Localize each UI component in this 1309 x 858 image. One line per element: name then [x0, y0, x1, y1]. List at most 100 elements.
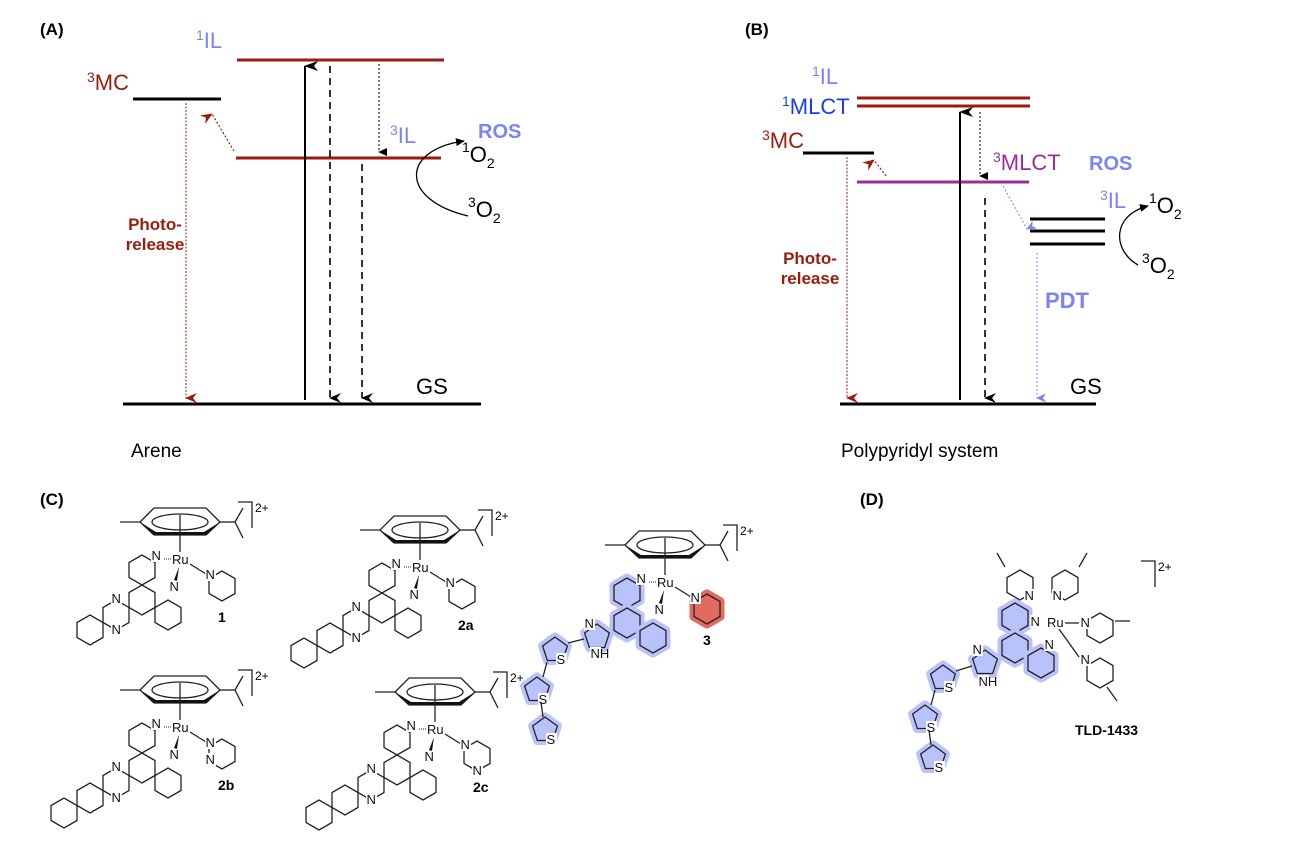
- label-a-triplet-mc: 3MC: [87, 69, 129, 95]
- atom-ru: Ru: [172, 552, 189, 567]
- ru-n-bond: [674, 586, 692, 598]
- atom-n-bg: [1080, 616, 1091, 629]
- compound-2c-bracket: [493, 671, 508, 698]
- atom-n-bg: [351, 600, 362, 613]
- atom-n-bg: [1030, 615, 1041, 628]
- arrow-a-to-mc: [199, 113, 235, 152]
- isopropyl-bond: [489, 677, 499, 693]
- atom-n-bg: [1080, 653, 1091, 666]
- atom-n-bg: [205, 568, 216, 581]
- benzo-ring-2: [290, 637, 318, 669]
- label-b-photorelease-1: Photo-: [783, 249, 837, 268]
- phen-ring-center: [383, 754, 411, 786]
- phen-ring-center: [613, 607, 641, 639]
- label-a-photorelease-1: Photo-: [128, 215, 182, 234]
- atom-n: N: [461, 737, 470, 752]
- arene-ligand: [375, 677, 499, 722]
- atom-s-bg: [556, 653, 567, 666]
- compound-id-2a: 2a: [458, 617, 474, 633]
- atom-n: N: [637, 571, 646, 586]
- benzo-ring: [76, 614, 104, 646]
- panel-c-label: (C): [40, 490, 64, 509]
- bond: [955, 665, 973, 672]
- label-a-ros: ROS: [478, 121, 521, 143]
- label-a-triplet-il: 3IL: [390, 122, 416, 148]
- bpy-ring-1: [1006, 569, 1034, 601]
- atom-n-bg: [151, 549, 162, 562]
- atom-n: N: [367, 761, 376, 776]
- compound-2b-bracket: [238, 669, 253, 696]
- panel-d-label: (D): [860, 490, 884, 509]
- ru-n-bond: [189, 731, 207, 743]
- atom-n: N: [206, 567, 215, 582]
- benzo-ring-1: [331, 784, 359, 816]
- label-b-singlet-oxygen: 1O2: [1149, 190, 1182, 222]
- compound-2b-charge: 2+: [255, 669, 269, 683]
- atom-s: S: [945, 680, 954, 695]
- wedge-bond: [429, 737, 434, 751]
- atom-n-bg: [424, 750, 435, 763]
- compound-2a-charge: 2+: [495, 509, 509, 523]
- panel-b-label: (B): [745, 20, 769, 39]
- bond: [567, 638, 585, 644]
- ru-n-bond: [444, 733, 462, 745]
- isopropyl-bond: [719, 530, 729, 546]
- compound-2c-charge: 2+: [510, 671, 524, 685]
- atom-nh: NH: [979, 674, 998, 689]
- phen-ring-lower: [154, 599, 182, 631]
- arene-ligand: [120, 675, 244, 720]
- label-a-singlet-oxygen: 1O2: [462, 139, 495, 171]
- atom-n: N: [410, 587, 419, 602]
- atom-n-bg: [111, 791, 122, 804]
- thiophene-1: [541, 636, 569, 662]
- atom-n: N: [352, 599, 361, 614]
- atom-n: N: [1045, 637, 1054, 652]
- label-a-triplet-oxygen: 3O2: [468, 194, 501, 226]
- atom-n-bg: [366, 793, 377, 806]
- panel-b: (B) 1IL 1MLCT 3MC 3MLCT 3IL GS Photo- re…: [745, 20, 1182, 462]
- benzo-ring-2: [50, 797, 78, 829]
- label-b-triplet-mc: 3MC: [762, 127, 804, 153]
- isopropyl-bond: [234, 521, 244, 539]
- atom-s: S: [557, 652, 566, 667]
- atom-n: N: [473, 763, 482, 778]
- thiophene-1: [929, 664, 957, 690]
- atom-n: N: [585, 616, 594, 631]
- compound-2a-bracket: [478, 509, 493, 536]
- ru-n-bond: [189, 563, 207, 575]
- phen-ring-center: [128, 584, 156, 616]
- atom-n: N: [973, 642, 982, 657]
- arrow-b-to-mc: [862, 159, 887, 177]
- wedge-bond: [414, 575, 419, 589]
- isopropyl-bond: [474, 515, 484, 531]
- atom-nh: NH: [591, 646, 610, 661]
- bpy-ring-2: [1051, 569, 1079, 601]
- atom-s: S: [539, 692, 548, 707]
- caption-b: Polypyridyl system: [841, 441, 998, 462]
- atom-n: N: [112, 591, 121, 606]
- label-b-triplet-oxygen: 3O2: [1142, 250, 1175, 282]
- atom-n: N: [392, 556, 401, 571]
- atom-n-bg: [391, 557, 402, 570]
- atom-n: N: [655, 602, 664, 617]
- ip-ring-lower: [1027, 647, 1055, 679]
- atom-nh-bg: [978, 675, 989, 688]
- phen-ring-center: [368, 592, 396, 624]
- bond: [930, 689, 936, 706]
- phen-ring-lower: [394, 607, 422, 639]
- atom-n: N: [407, 718, 416, 733]
- label-b-ros: ROS: [1089, 153, 1132, 175]
- phen-ring-lower: [154, 767, 182, 799]
- atom-n: N: [152, 548, 161, 563]
- wedge-bond: [659, 590, 664, 604]
- atom-n-bg: [460, 738, 471, 751]
- atom-n: N: [170, 747, 179, 762]
- compound-id-tld-1433: TLD-1433: [1075, 722, 1138, 738]
- atom-n-bg: [169, 748, 180, 761]
- bond: [928, 729, 932, 746]
- atom-n: N: [170, 579, 179, 594]
- atom-n-bg: [169, 580, 180, 593]
- benzo-ring-2: [305, 799, 333, 831]
